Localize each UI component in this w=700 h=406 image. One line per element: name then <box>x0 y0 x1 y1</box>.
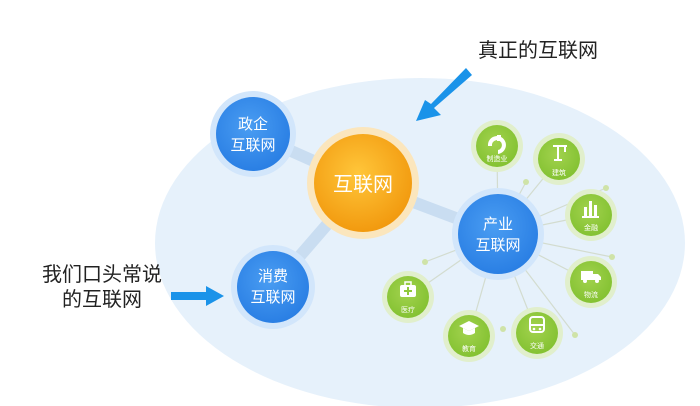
industry-node-construction: 建筑 <box>533 133 585 185</box>
bus-icon <box>529 316 545 333</box>
medical-kit-icon <box>400 281 416 297</box>
arrow-real-internet <box>416 68 472 121</box>
common-internet-callout: 我们口头常说 的互联网 <box>22 262 182 312</box>
consumer-node-line2: 互联网 <box>250 288 295 306</box>
government-node-line1: 政企 <box>238 115 268 133</box>
government-node-line2: 互联网 <box>230 136 275 154</box>
industry-label-manufacturing: 制造业 <box>487 154 508 163</box>
truck-icon <box>581 271 601 283</box>
industrial-node-line1: 产业 <box>483 215 513 233</box>
decorative-dots <box>422 179 615 338</box>
crane-icon <box>553 145 567 161</box>
industry-node-logistics: 物流 <box>565 256 617 308</box>
industry-node-transport: 交通 <box>511 307 563 359</box>
common-internet-callout-line2: 的互联网 <box>62 287 142 311</box>
industry-label-education: 教育 <box>462 344 476 353</box>
industry-node-medical: 医疗 <box>382 271 434 323</box>
consumer-node-line1: 消费 <box>258 267 288 285</box>
industry-label-medical: 医疗 <box>401 305 415 314</box>
industry-node-manufacturing: 制造业 <box>471 120 523 172</box>
bar-chart-icon <box>582 201 599 218</box>
graduation-cap-icon <box>459 321 479 335</box>
industry-node-education: 教育 <box>443 310 495 362</box>
industrial-node-line2: 互联网 <box>475 236 520 254</box>
center-internet-node: 互联网 <box>307 127 419 239</box>
industrial-internet-node: 产业 互联网 <box>452 188 544 280</box>
industry-label-construction: 建筑 <box>552 168 566 177</box>
common-internet-callout-line1: 我们口头常说 <box>42 262 162 286</box>
real-internet-callout: 真正的互联网 <box>478 38 598 62</box>
industry-label-finance: 金融 <box>584 223 598 232</box>
factory-icon <box>487 135 506 154</box>
consumer-internet-node: 消费 互联网 <box>231 245 315 329</box>
industry-label-transport: 交通 <box>530 341 544 350</box>
arrow-common-internet <box>171 286 224 306</box>
industry-node-finance: 金融 <box>565 189 617 241</box>
center-node-label: 互联网 <box>333 172 393 196</box>
industry-label-logistics: 物流 <box>584 290 598 299</box>
government-internet-node: 政企 互联网 <box>210 91 296 177</box>
